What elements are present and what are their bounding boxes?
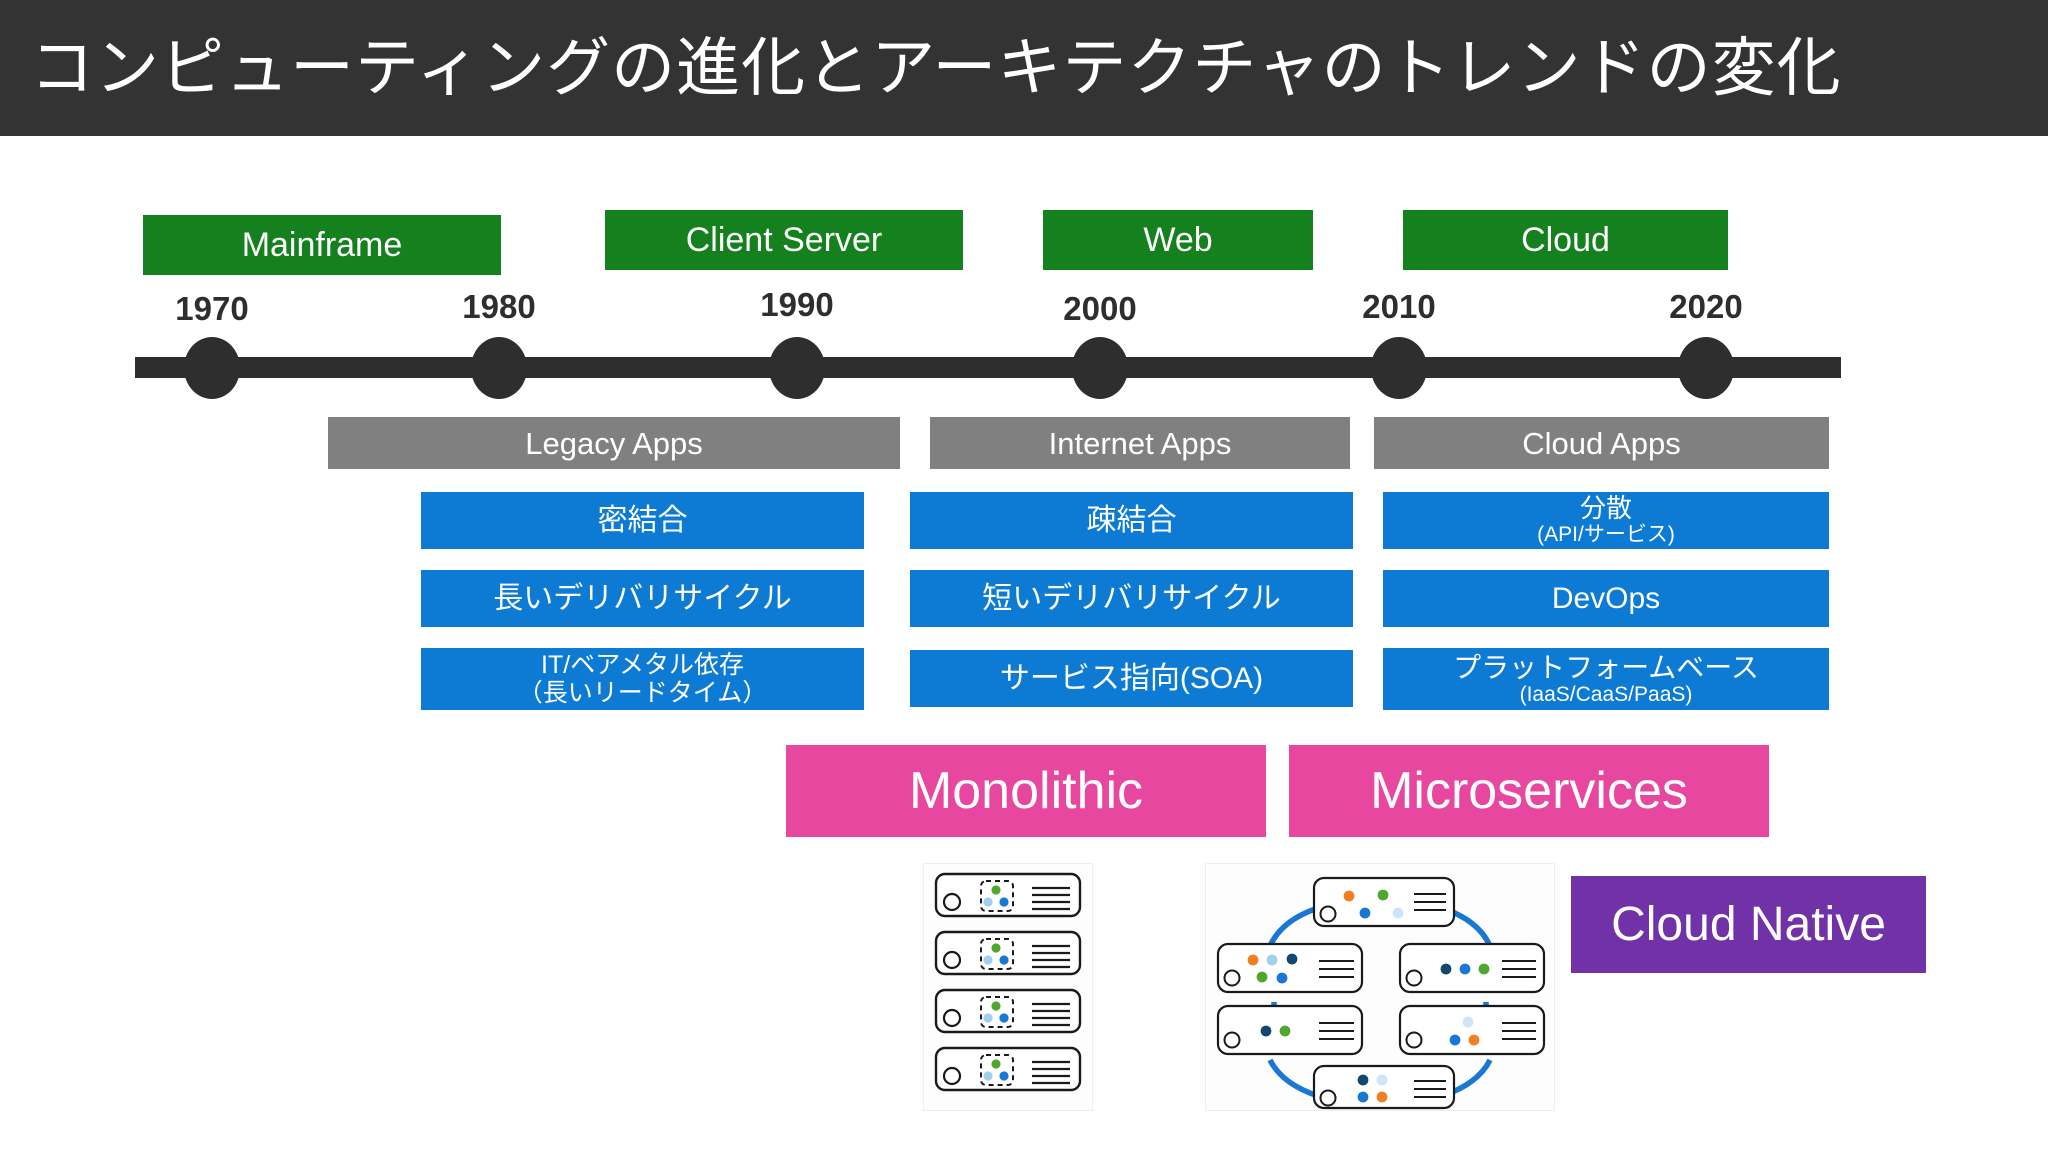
apps-box-legacy[interactable]: Legacy Apps — [328, 417, 900, 469]
attribute-box-cloud-2[interactable]: DevOps — [1383, 570, 1829, 627]
attribute-box-legacy-1[interactable]: 密結合 — [421, 492, 864, 549]
attribute-box-legacy-3[interactable]: IT/ベアメタル依存 （長いリードタイム） — [421, 648, 864, 710]
era-box-web[interactable]: Web — [1043, 210, 1313, 270]
architecture-label: Microservices — [1370, 762, 1688, 820]
server-unit-4 — [934, 1046, 1082, 1092]
year-label-2020: 2020 — [1669, 288, 1743, 325]
architecture-box-microservices[interactable]: Microservices — [1289, 745, 1769, 837]
timeline-dot-1970[interactable] — [184, 337, 240, 399]
attribute-sub-text: （長いリードタイム） — [517, 679, 768, 707]
title-bar: コンピューティングの進化とアーキテクチャのトレンドの変化 — [0, 0, 2048, 136]
cloud-native-box[interactable]: Cloud Native — [1571, 876, 1926, 973]
attribute-box-internet-2[interactable]: 短いデリバリサイクル — [910, 570, 1353, 627]
era-label: Mainframe — [241, 226, 403, 264]
server-node-top — [1312, 876, 1456, 928]
timeline-dot-1990[interactable] — [769, 337, 825, 399]
attribute-sub-text: (IaaS/CaaS/PaaS) — [1519, 682, 1693, 706]
attribute-main-text: 長いデリバリサイクル — [493, 581, 792, 615]
ring-servers-diagram — [1205, 863, 1555, 1111]
cloud-native-label: Cloud Native — [1611, 897, 1886, 951]
architecture-label: Monolithic — [908, 762, 1144, 820]
server-unit-2 — [934, 930, 1082, 976]
server-node-mid-left — [1216, 942, 1364, 994]
timeline-dot-2000[interactable] — [1072, 337, 1128, 399]
timeline-dot-1980[interactable] — [471, 337, 527, 399]
apps-box-cloud[interactable]: Cloud Apps — [1374, 417, 1829, 469]
era-box-mainframe[interactable]: Mainframe — [143, 215, 501, 275]
attribute-main-text: 密結合 — [597, 503, 688, 537]
stacked-servers-diagram — [923, 863, 1093, 1111]
server-unit-1 — [934, 872, 1082, 918]
page-title: コンピューティングの進化とアーキテクチャのトレンドの変化 — [30, 32, 1842, 104]
server-node-mid-right — [1398, 942, 1546, 994]
timeline-dot-2020[interactable] — [1678, 337, 1734, 399]
attribute-box-cloud-1[interactable]: 分散 (API/サービス) — [1383, 492, 1829, 549]
apps-label: Legacy Apps — [525, 425, 703, 461]
server-node-lower-right — [1398, 1004, 1546, 1056]
era-label: Web — [1143, 221, 1213, 259]
architecture-box-monolithic[interactable]: Monolithic — [786, 745, 1266, 837]
attribute-main-text: DevOps — [1551, 581, 1661, 615]
attribute-main-text: 疎結合 — [1086, 503, 1177, 537]
server-node-bottom — [1312, 1064, 1456, 1110]
era-label: Client Server — [685, 221, 883, 259]
attribute-box-internet-1[interactable]: 疎結合 — [910, 492, 1353, 549]
attribute-main-text: サービス指向(SOA) — [999, 661, 1264, 695]
era-box-client-server[interactable]: Client Server — [605, 210, 963, 270]
apps-box-internet[interactable]: Internet Apps — [930, 417, 1350, 469]
attribute-sub-text: (API/サービス) — [1537, 523, 1675, 547]
attribute-main-text: IT/ベアメタル依存 — [541, 651, 744, 679]
apps-label: Cloud Apps — [1522, 425, 1681, 461]
attribute-box-cloud-3[interactable]: プラットフォームベース (IaaS/CaaS/PaaS) — [1383, 648, 1829, 710]
year-label-1980: 1980 — [462, 288, 536, 325]
attribute-main-text: 短いデリバリサイクル — [982, 581, 1281, 615]
year-label-2000: 2000 — [1063, 290, 1137, 327]
year-label-1990: 1990 — [760, 286, 834, 323]
attribute-box-internet-3[interactable]: サービス指向(SOA) — [910, 650, 1353, 707]
attribute-main-text: プラットフォームベース — [1453, 651, 1759, 683]
timeline-axis — [135, 357, 1841, 378]
server-unit-3 — [934, 988, 1082, 1034]
timeline-dot-2010[interactable] — [1371, 337, 1427, 399]
apps-label: Internet Apps — [1048, 425, 1232, 461]
server-node-lower-left — [1216, 1004, 1364, 1056]
era-label: Cloud — [1521, 221, 1610, 259]
era-box-cloud[interactable]: Cloud — [1403, 210, 1728, 270]
attribute-main-text: 分散 — [1579, 493, 1632, 524]
year-label-1970: 1970 — [175, 290, 249, 327]
attribute-box-legacy-2[interactable]: 長いデリバリサイクル — [421, 570, 864, 627]
year-label-2010: 2010 — [1362, 288, 1436, 325]
